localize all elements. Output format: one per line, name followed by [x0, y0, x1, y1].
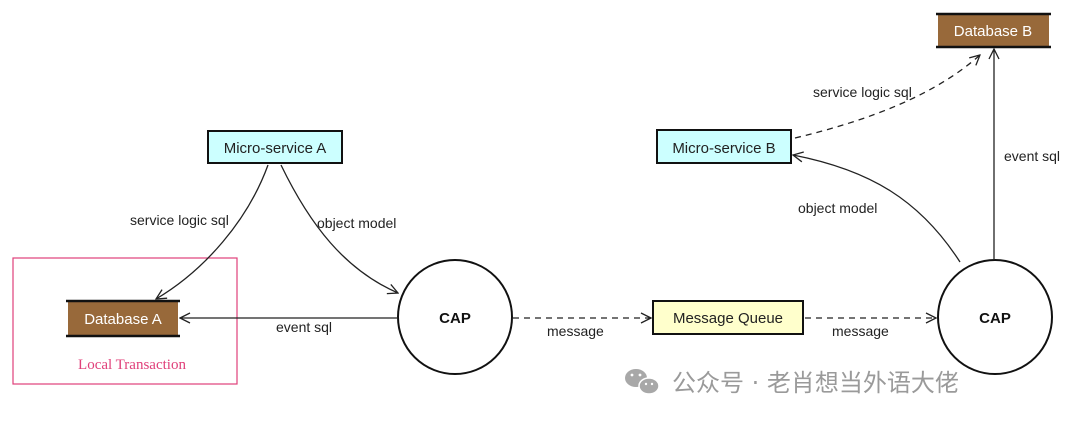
edge-service-logic-sql-a [156, 164, 269, 299]
watermark-text: 公众号 · 老肖想当外语大佬 [672, 369, 959, 397]
edge-label-message-1: message [547, 323, 604, 339]
cap-left-label: CAP [439, 310, 471, 327]
watermark: 公众号 · 老肖想当外语大佬 [625, 369, 959, 397]
edge-object-model-a [280, 164, 398, 293]
cap-right-node[interactable]: CAP [937, 259, 1053, 375]
database-a-label: Database A [84, 311, 162, 328]
edge-label-event-sql-b: event sql [1004, 148, 1060, 164]
database-a-node[interactable]: Database A [66, 299, 180, 338]
micro-service-a-label: Micro-service A [224, 140, 327, 157]
local-transaction-boundary [12, 257, 238, 385]
database-b-label: Database B [954, 23, 1032, 40]
edge-service-logic-sql-b [794, 55, 980, 139]
cap-right-label: CAP [979, 310, 1011, 327]
database-b-node[interactable]: Database B [936, 12, 1051, 49]
edge-label-object-model-b: object model [798, 200, 877, 216]
edge-label-service-logic-sql-a: service logic sql [130, 212, 229, 228]
local-transaction-label: Local Transaction [78, 357, 186, 373]
micro-service-b-label: Micro-service B [672, 140, 775, 157]
wechat-icon [625, 369, 660, 395]
edge-object-model-b [793, 155, 961, 263]
edge-label-object-model-a: object model [317, 215, 396, 231]
micro-service-a-node[interactable]: Micro-service A [207, 130, 343, 164]
message-queue-node[interactable]: Message Queue [652, 300, 804, 335]
edge-label-service-logic-sql-b: service logic sql [813, 84, 912, 100]
edge-label-message-2: message [832, 323, 889, 339]
micro-service-b-node[interactable]: Micro-service B [656, 129, 792, 164]
cap-left-node[interactable]: CAP [397, 259, 513, 375]
message-queue-label: Message Queue [673, 310, 783, 327]
edge-label-event-sql-a: event sql [276, 319, 332, 335]
